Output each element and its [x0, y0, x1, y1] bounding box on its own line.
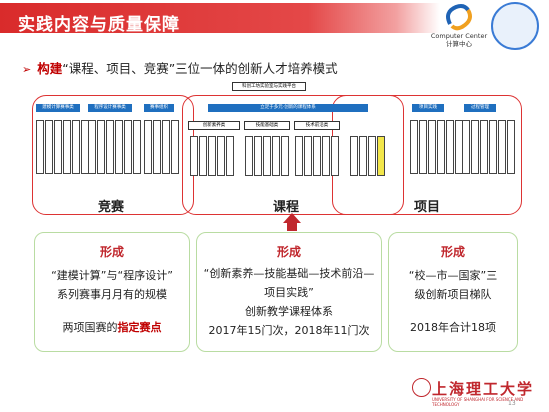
diagram-leaf-box	[106, 120, 114, 174]
diagram-leaf-box	[190, 136, 198, 176]
university-name: 上海理工大学	[432, 380, 535, 398]
diagram-leaf-box	[124, 120, 132, 174]
diagram-leaf-box	[217, 136, 225, 176]
computer-center-logo: Computer Center 计算中心	[430, 2, 488, 50]
card-title: 形成	[276, 245, 301, 259]
card-title: 形成	[99, 245, 124, 259]
diagram-leaf-box	[245, 136, 253, 176]
diagram-leaf-box	[171, 120, 179, 174]
diagram-leaf-box	[226, 136, 234, 176]
up-arrow-icon	[283, 213, 301, 223]
diagram-leaf-box	[480, 120, 488, 174]
diagram-leaf-box	[272, 136, 280, 176]
diagram-leaf-box	[462, 120, 470, 174]
diagram-leaf-box	[437, 120, 445, 174]
university-seal-icon	[412, 378, 431, 397]
course-sub-2: 技能基础类	[244, 121, 290, 130]
diagram-leaf-box	[133, 120, 141, 174]
diagram-leaf-box	[446, 120, 454, 174]
diagram-leaf-box	[377, 136, 385, 176]
course-sub-3: 技术前沿类	[294, 121, 340, 130]
diagram-leaf-box	[428, 120, 436, 174]
card-line: “创新素养—技能基础—技术前沿—	[203, 267, 375, 280]
headline-keyword: 构建	[37, 61, 63, 76]
course-node: 立足于多元·创新的课程体系	[208, 104, 368, 112]
seal-logo-icon	[491, 2, 539, 50]
diagram-leaf-box	[313, 136, 321, 176]
diagram-leaf-box	[72, 120, 80, 174]
comp-node-2: 程序设计赛事类	[88, 104, 132, 112]
diagram-leaf-box	[498, 120, 506, 174]
diagram-leaf-box	[36, 120, 44, 174]
label-competition: 竞赛	[98, 200, 125, 215]
diagram-leaf-box	[45, 120, 53, 174]
diagram-leaf-box	[322, 136, 330, 176]
card-line: 创新教学课程体系	[245, 305, 333, 318]
card-project: 形成 “校—市—国家”三 级创新项目梯队 2018年合计18项	[388, 232, 518, 352]
comp-node-1: 建模计算赛事类	[36, 104, 80, 112]
card-line: “校—市—国家”三	[408, 269, 498, 282]
proj-node-2: 过程管理	[464, 104, 496, 112]
title-banner: 实践内容与质量保障	[0, 3, 440, 35]
proj-node-1: 项目实践	[412, 104, 444, 112]
card-line: 项目实践”	[264, 286, 314, 299]
diagram-leaf-box	[162, 120, 170, 174]
platform-node: 科创工坊实验室与实践平台	[232, 82, 306, 91]
structure-diagram: 科创工坊实验室与实践平台 建模计算赛事类 程序设计赛事类 赛事组织 立足于多元·…	[32, 80, 524, 216]
card-line-highlight-row: 两项国赛的指定赛点	[35, 318, 189, 337]
card-title: 形成	[440, 245, 465, 259]
diagram-leaf-box	[54, 120, 62, 174]
logo-caption-en: Computer Center	[430, 32, 488, 40]
card-line: 系列赛事月月有的规模	[57, 288, 167, 301]
card-course: 形成 “创新素养—技能基础—技术前沿— 项目实践” 创新教学课程体系 2017年…	[196, 232, 382, 352]
label-project: 项目	[414, 200, 441, 215]
swirl-logo-icon	[446, 4, 472, 31]
diagram-leaf-box	[350, 136, 358, 176]
diagram-leaf-box	[254, 136, 262, 176]
label-course: 课程	[273, 200, 300, 215]
arrow-bullet-icon: ➢	[22, 63, 32, 76]
diagram-leaf-box	[263, 136, 271, 176]
diagram-leaf-box	[368, 136, 376, 176]
headline: ➢ 构建“课程、项目、竞赛”三位一体的创新人才培养模式	[22, 58, 338, 77]
diagram-leaf-box	[410, 120, 418, 174]
diagram-leaf-box	[115, 120, 123, 174]
card-highlight: 指定赛点	[117, 321, 162, 334]
logo-caption-cn: 计算中心	[446, 40, 472, 48]
diagram-leaf-box	[208, 136, 216, 176]
page-number: 13	[508, 400, 516, 407]
course-sub-1: 创新素养类	[188, 121, 240, 130]
card-line: 两项国赛的	[62, 321, 118, 334]
diagram-leaf-box	[97, 120, 105, 174]
up-arrow-stem	[287, 223, 297, 231]
card-line: 2018年合计18项	[410, 321, 496, 334]
diagram-leaf-box	[199, 136, 207, 176]
diagram-leaf-box	[419, 120, 427, 174]
headline-text: “课程、项目、竞赛”三位一体的创新人才培养模式	[62, 61, 338, 76]
diagram-leaf-box	[144, 120, 152, 174]
diagram-leaf-box	[489, 120, 497, 174]
diagram-leaf-box	[281, 136, 289, 176]
page-title: 实践内容与质量保障	[18, 15, 180, 35]
card-line: 2017年15门次，2018年11门次	[208, 324, 370, 337]
diagram-leaf-box	[304, 136, 312, 176]
university-name-en: UNIVERSITY OF SHANGHAI FOR SCIENCE AND T…	[432, 397, 524, 407]
card-line: “建模计算”与“程序设计”	[51, 269, 173, 282]
card-competition: 形成 “建模计算”与“程序设计” 系列赛事月月有的规模 两项国赛的指定赛点	[34, 232, 190, 352]
diagram-leaf-box	[507, 120, 515, 174]
card-line: 级创新项目梯队	[414, 288, 492, 301]
diagram-leaf-box	[331, 136, 339, 176]
diagram-leaf-box	[88, 120, 96, 174]
diagram-leaf-box	[471, 120, 479, 174]
diagram-leaf-box	[153, 120, 161, 174]
comp-node-3: 赛事组织	[144, 104, 174, 112]
diagram-leaf-box	[295, 136, 303, 176]
diagram-leaf-box	[63, 120, 71, 174]
diagram-leaf-box	[359, 136, 367, 176]
